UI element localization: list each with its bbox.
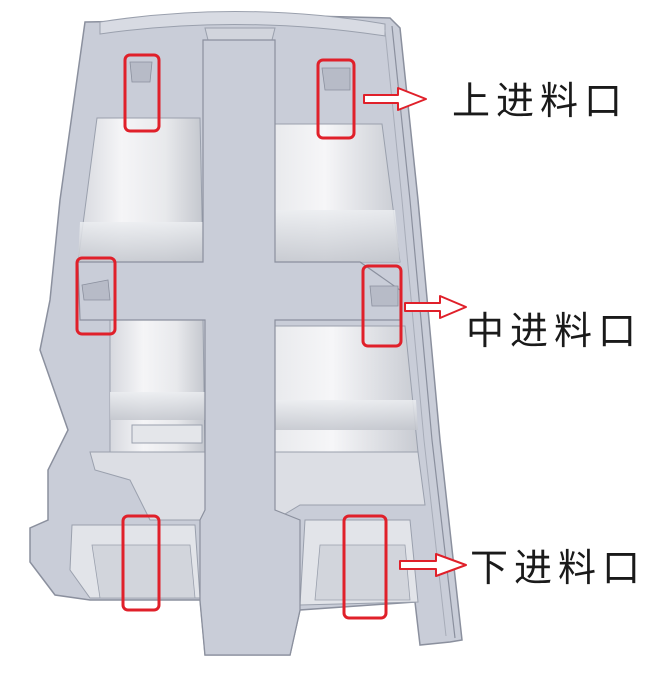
middle-cavity-left-ring xyxy=(110,392,205,420)
middle-inlet-box-left xyxy=(75,256,117,336)
lower-inlet-box-right xyxy=(342,514,388,620)
upper-notch-right xyxy=(321,67,351,91)
lower-shelf xyxy=(131,424,203,444)
shell-inner-edge xyxy=(384,29,447,637)
middle-inlet-label: 中进料口 xyxy=(466,309,643,353)
middle-notch-right xyxy=(369,285,399,307)
lower-inlet-label: 下进料口 xyxy=(470,546,647,590)
upper-cavity-left-ring xyxy=(78,222,203,262)
middle-inlet-arrow xyxy=(404,295,467,319)
upper-notch-left xyxy=(129,61,153,83)
top-boss-step xyxy=(204,27,276,41)
middle-notch-left xyxy=(81,279,111,301)
lower-inlet-box-left xyxy=(121,514,161,612)
middle-inlet-box-right xyxy=(361,264,403,348)
shell-edge xyxy=(391,25,456,639)
bottom-cavity-left-detail xyxy=(91,544,196,599)
top-rim xyxy=(99,10,386,37)
upper-inlet-arrow xyxy=(363,87,427,111)
middle-cavity-right-ring xyxy=(275,400,418,430)
upper-inlet-box-right xyxy=(316,58,356,140)
lower-inlet-arrow xyxy=(399,553,467,577)
upper-inlet-label: 上进料口 xyxy=(452,79,629,123)
bottom-cavity-right-detail xyxy=(314,544,411,601)
upper-inlet-box-left xyxy=(123,53,161,133)
upper-cavity-right-ring xyxy=(275,210,400,262)
